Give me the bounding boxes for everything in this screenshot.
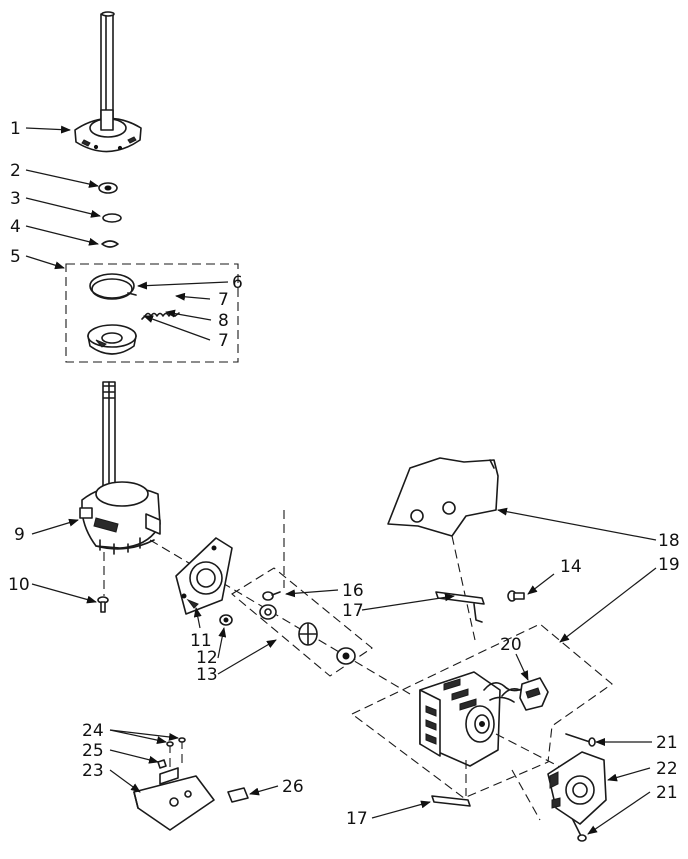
part-21-screw-lower	[571, 817, 587, 842]
part-23-mount-plate	[133, 767, 215, 831]
callout-7-lower: 7	[218, 331, 229, 351]
part-24-screws	[166, 737, 186, 772]
part-18-cover-plate	[387, 457, 499, 537]
callout-1: 1	[10, 119, 21, 139]
part-17-rod-upper	[435, 591, 485, 623]
callout-17-lower: 17	[346, 809, 368, 829]
part-13-kit-box	[231, 567, 373, 677]
part-3-ring	[102, 213, 122, 223]
part-25-clip	[157, 759, 167, 769]
part-20-switch	[501, 677, 549, 711]
callout-26: 26	[282, 777, 304, 797]
callout-17-upper: 17	[342, 601, 364, 621]
part-11-pump-housing	[175, 537, 233, 615]
part-5-kit-box	[65, 263, 239, 363]
callout-22: 22	[656, 759, 678, 779]
part-12-nut	[219, 614, 233, 626]
part-6-spring-ring	[89, 273, 137, 300]
callout-8: 8	[218, 311, 229, 331]
callout-23: 23	[82, 761, 104, 781]
callout-7-upper: 7	[218, 290, 229, 310]
part-16-screw	[262, 591, 281, 601]
part-10-bolt	[97, 552, 109, 613]
callout-21-lower: 21	[656, 783, 678, 803]
leader-lines	[25, 125, 657, 835]
part-drive-cam	[87, 324, 137, 355]
callout-5: 5	[10, 247, 21, 267]
part-26-key	[227, 787, 249, 803]
part-9-gearcase	[79, 381, 161, 555]
part-13-pump-parts	[259, 604, 356, 665]
callout-11: 11	[190, 631, 212, 651]
callout-12: 12	[196, 648, 218, 668]
callout-2: 2	[10, 161, 21, 181]
part-2-washer	[98, 182, 118, 194]
part-4-clip	[101, 240, 119, 248]
part-21-screw-upper	[565, 733, 596, 747]
callout-19: 19	[658, 555, 680, 575]
callout-24: 24	[82, 721, 104, 741]
callout-3: 3	[10, 189, 21, 209]
callout-14: 14	[560, 557, 582, 577]
part-19-motor	[419, 671, 525, 767]
callout-labels: 1 2 3 4 5 6 7 8 7 9 10 11 12 13 14 16 17…	[8, 119, 680, 829]
callout-6: 6	[232, 273, 243, 293]
part-1-drive-plate	[74, 11, 142, 153]
callout-20: 20	[500, 635, 522, 655]
callout-25: 25	[82, 741, 104, 761]
callout-21-upper: 21	[656, 733, 678, 753]
part-14-bolt	[507, 590, 525, 602]
callout-9: 9	[14, 525, 25, 545]
callout-18: 18	[658, 531, 680, 551]
callout-16: 16	[342, 581, 364, 601]
callout-10: 10	[8, 575, 30, 595]
part-17-rod-lower	[431, 760, 471, 807]
callout-13: 13	[196, 665, 218, 685]
part-22-motor-bracket	[547, 751, 607, 825]
callout-4: 4	[10, 217, 21, 237]
